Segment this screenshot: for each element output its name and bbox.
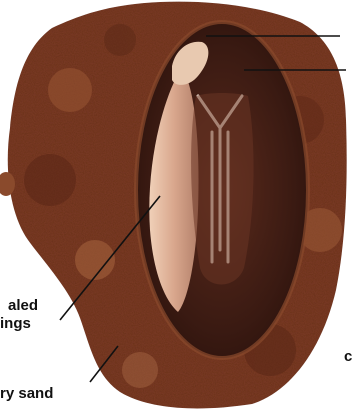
label-dry-sand: ry sand <box>0 386 53 402</box>
label-sealed-wings-line1: aled <box>8 298 38 314</box>
label-edge-fragment: c <box>344 349 352 365</box>
label-sealed-wings-line2: ings <box>0 316 31 332</box>
pupa-abdomen <box>191 93 254 285</box>
